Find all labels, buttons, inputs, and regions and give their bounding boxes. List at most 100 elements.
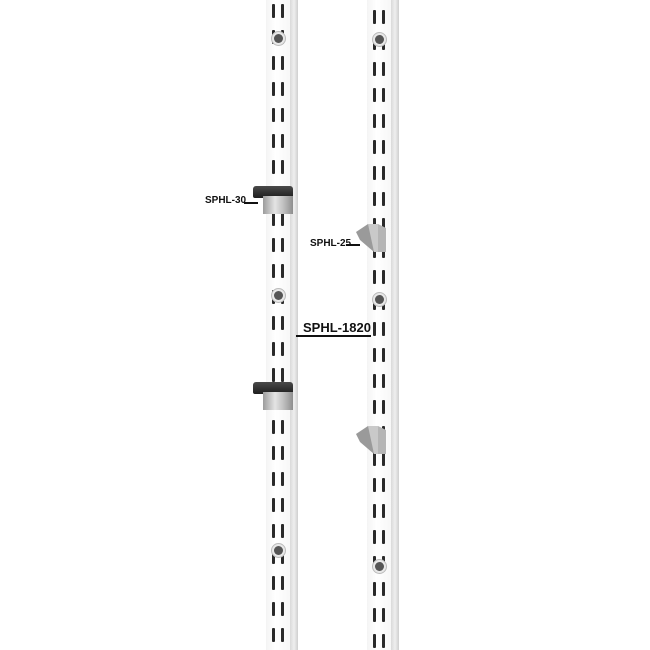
leader-line-sphl-30 bbox=[244, 202, 258, 204]
slot-icon bbox=[382, 556, 385, 570]
slot-icon bbox=[281, 134, 284, 148]
slot-icon bbox=[281, 316, 284, 330]
slot-icon bbox=[272, 238, 275, 252]
slot-icon bbox=[373, 504, 376, 518]
slot-icon bbox=[373, 296, 376, 310]
right-rail bbox=[367, 0, 399, 650]
slot-icon bbox=[272, 498, 275, 512]
slot-icon bbox=[272, 342, 275, 356]
slot-icon bbox=[281, 108, 284, 122]
slot-icon bbox=[272, 30, 275, 44]
slot-icon bbox=[272, 602, 275, 616]
slot-icon bbox=[281, 264, 284, 278]
screw-icon bbox=[375, 35, 384, 44]
slot-icon bbox=[373, 36, 376, 50]
slot-icon bbox=[272, 264, 275, 278]
slot-icon bbox=[281, 628, 284, 642]
label-sphl-1820: SPHL-1820 bbox=[303, 320, 371, 335]
slot-icon bbox=[373, 270, 376, 284]
slot-icon bbox=[373, 582, 376, 596]
slot-icon bbox=[272, 290, 275, 304]
leader-line-sphl-25 bbox=[346, 244, 360, 246]
slot-icon bbox=[272, 56, 275, 70]
slot-icon bbox=[281, 602, 284, 616]
slot-icon bbox=[382, 140, 385, 154]
slot-icon bbox=[281, 550, 284, 564]
slot-icon bbox=[281, 4, 284, 18]
slot-icon bbox=[382, 400, 385, 414]
label-sphl-25: SPHL-25 bbox=[310, 238, 352, 249]
slot-icon bbox=[382, 36, 385, 50]
slot-icon bbox=[382, 114, 385, 128]
slot-icon bbox=[382, 62, 385, 76]
gray-bracket-upper bbox=[356, 224, 386, 252]
slot-icon bbox=[281, 472, 284, 486]
right-rail-face bbox=[367, 0, 391, 650]
slot-icon bbox=[272, 368, 275, 382]
screw-icon bbox=[274, 34, 283, 43]
screw-icon bbox=[274, 291, 283, 300]
slot-icon bbox=[373, 556, 376, 570]
slot-icon bbox=[382, 452, 385, 466]
slot-icon bbox=[281, 56, 284, 70]
screw-icon bbox=[375, 562, 384, 571]
slot-icon bbox=[272, 524, 275, 538]
slot-icon bbox=[272, 82, 275, 96]
slot-icon bbox=[373, 192, 376, 206]
slot-icon bbox=[272, 420, 275, 434]
label-sphl-30: SPHL-30 bbox=[205, 195, 247, 206]
slot-icon bbox=[382, 192, 385, 206]
slot-icon bbox=[272, 550, 275, 564]
slot-icon bbox=[373, 452, 376, 466]
slot-icon bbox=[272, 4, 275, 18]
slot-icon bbox=[373, 348, 376, 362]
slot-icon bbox=[272, 576, 275, 590]
slot-icon bbox=[272, 316, 275, 330]
slot-icon bbox=[281, 342, 284, 356]
black-bracket-lower bbox=[253, 382, 295, 412]
slot-icon bbox=[373, 322, 376, 336]
slot-icon bbox=[382, 270, 385, 284]
slot-icon bbox=[382, 478, 385, 492]
slot-icon bbox=[272, 628, 275, 642]
slot-icon bbox=[373, 140, 376, 154]
slot-icon bbox=[373, 400, 376, 414]
slot-icon bbox=[382, 348, 385, 362]
slot-icon bbox=[281, 238, 284, 252]
slot-icon bbox=[281, 368, 284, 382]
slot-icon bbox=[272, 160, 275, 174]
slot-icon bbox=[382, 296, 385, 310]
gray-bracket-lower bbox=[356, 426, 386, 454]
slot-icon bbox=[382, 10, 385, 24]
slot-icon bbox=[272, 108, 275, 122]
screw-icon bbox=[375, 295, 384, 304]
slot-icon bbox=[281, 446, 284, 460]
left-rail bbox=[266, 0, 298, 650]
slot-icon bbox=[382, 504, 385, 518]
slot-icon bbox=[281, 420, 284, 434]
slot-icon bbox=[382, 88, 385, 102]
slot-icon bbox=[373, 166, 376, 180]
leader-line-sphl-1820 bbox=[296, 335, 371, 337]
slot-icon bbox=[272, 134, 275, 148]
right-rail-side bbox=[391, 0, 399, 650]
slot-icon bbox=[281, 160, 284, 174]
screw-icon bbox=[274, 546, 283, 555]
slot-icon bbox=[373, 634, 376, 648]
slot-icon bbox=[281, 524, 284, 538]
slot-icon bbox=[373, 374, 376, 388]
slot-icon bbox=[373, 478, 376, 492]
slot-icon bbox=[373, 114, 376, 128]
slot-icon bbox=[373, 530, 376, 544]
slot-icon bbox=[281, 576, 284, 590]
slot-icon bbox=[373, 608, 376, 622]
left-rail-side bbox=[290, 0, 298, 650]
slot-icon bbox=[373, 62, 376, 76]
slot-icon bbox=[382, 608, 385, 622]
slot-icon bbox=[382, 582, 385, 596]
slot-icon bbox=[382, 530, 385, 544]
slot-icon bbox=[373, 10, 376, 24]
slot-icon bbox=[382, 322, 385, 336]
slot-icon bbox=[281, 498, 284, 512]
slot-icon bbox=[272, 446, 275, 460]
